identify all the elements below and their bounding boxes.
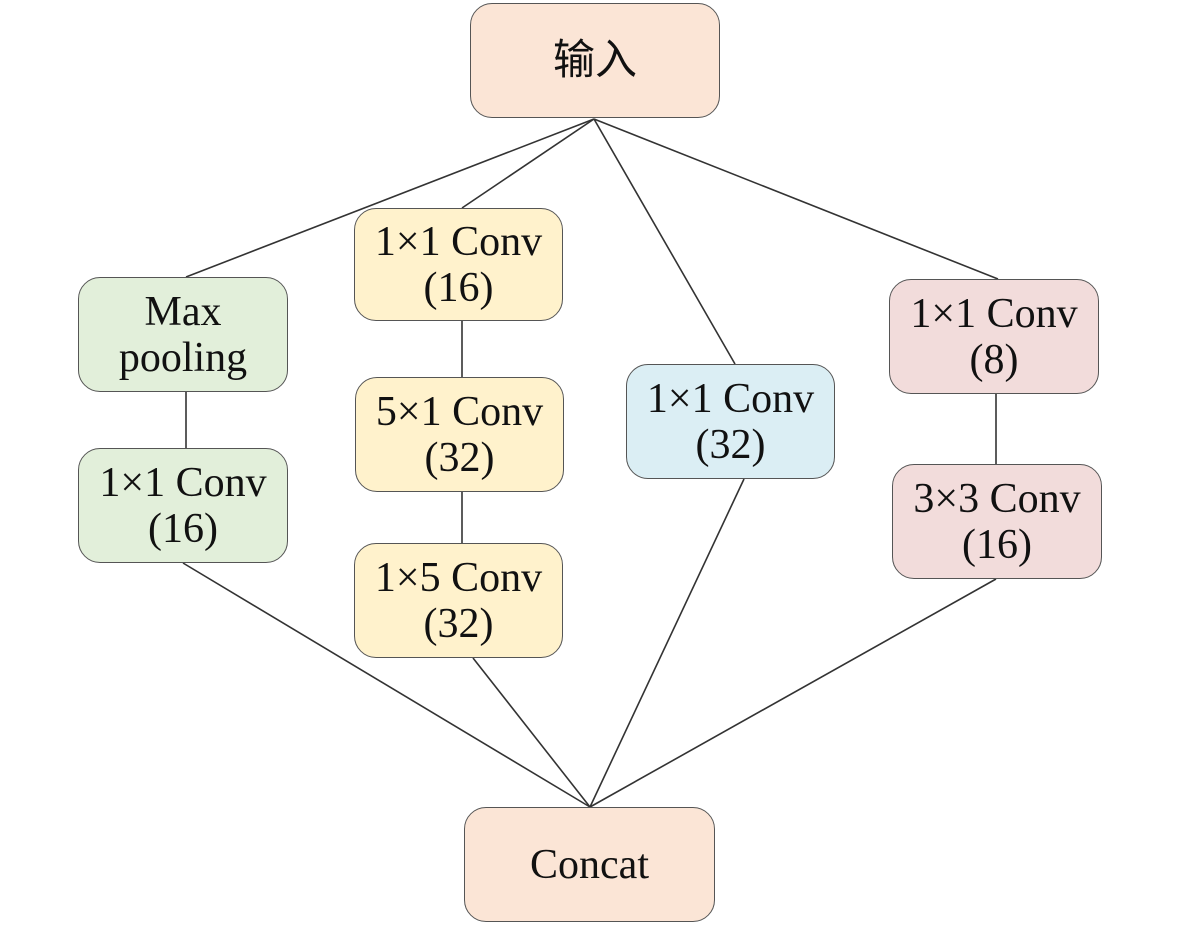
pink-conv1x1-filters: (8) — [969, 336, 1019, 383]
green-conv1x1-filters: (16) — [148, 505, 218, 552]
yellow-conv1x1-label: 1×1 Conv — [374, 218, 543, 265]
edge-input-maxpool — [185, 118, 595, 278]
blue-conv1x1-filters: (32) — [695, 421, 766, 468]
input-node-label: 输入 — [552, 37, 637, 84]
max-pooling-node: Max pooling — [78, 277, 288, 392]
pink-conv1x1-label: 1×1 Conv — [910, 290, 1078, 337]
input-node: 输入 — [470, 3, 720, 118]
edge-pink-concat — [589, 578, 997, 808]
yellow-conv5x1-filters: (32) — [424, 434, 495, 481]
yellow-conv5x1-label: 5×1 Conv — [375, 388, 544, 435]
pink-conv3x3-node: 3×3 Conv (16) — [892, 464, 1102, 579]
pink-conv1x1-node: 1×1 Conv (8) — [889, 279, 1099, 394]
pink-conv3x3-filters: (16) — [962, 521, 1032, 568]
blue-conv1x1-node: 1×1 Conv (32) — [626, 364, 835, 479]
edge-blue-concat — [589, 478, 745, 808]
green-conv1x1-node: 1×1 Conv (16) — [78, 448, 288, 563]
yellow-conv1x5-node: 1×5 Conv (32) — [354, 543, 563, 658]
yellow-conv1x1-filters: (16) — [423, 264, 494, 311]
pink-conv3x3-label: 3×3 Conv — [913, 475, 1081, 522]
edge-yellow-concat — [472, 657, 591, 808]
yellow-conv1x5-filters: (32) — [423, 600, 494, 647]
blue-conv1x1-label: 1×1 Conv — [646, 375, 815, 422]
max-pooling-label-line1: Max — [144, 288, 222, 335]
edge-input-conv1x1-32 — [593, 118, 736, 365]
green-conv1x1-label: 1×1 Conv — [99, 459, 267, 506]
yellow-conv1x1-node: 1×1 Conv (16) — [354, 208, 563, 321]
concat-node: Concat — [464, 807, 715, 922]
yellow-conv1x5-label: 1×5 Conv — [374, 554, 543, 601]
max-pooling-label-line2: pooling — [118, 334, 248, 381]
yellow-conv5x1-node: 5×1 Conv (32) — [355, 377, 564, 492]
edge-input-conv1x1-8 — [593, 118, 999, 280]
edge-green-concat — [182, 562, 591, 808]
concat-node-label: Concat — [530, 841, 649, 888]
edge-input-conv1x1-16 — [461, 118, 595, 209]
